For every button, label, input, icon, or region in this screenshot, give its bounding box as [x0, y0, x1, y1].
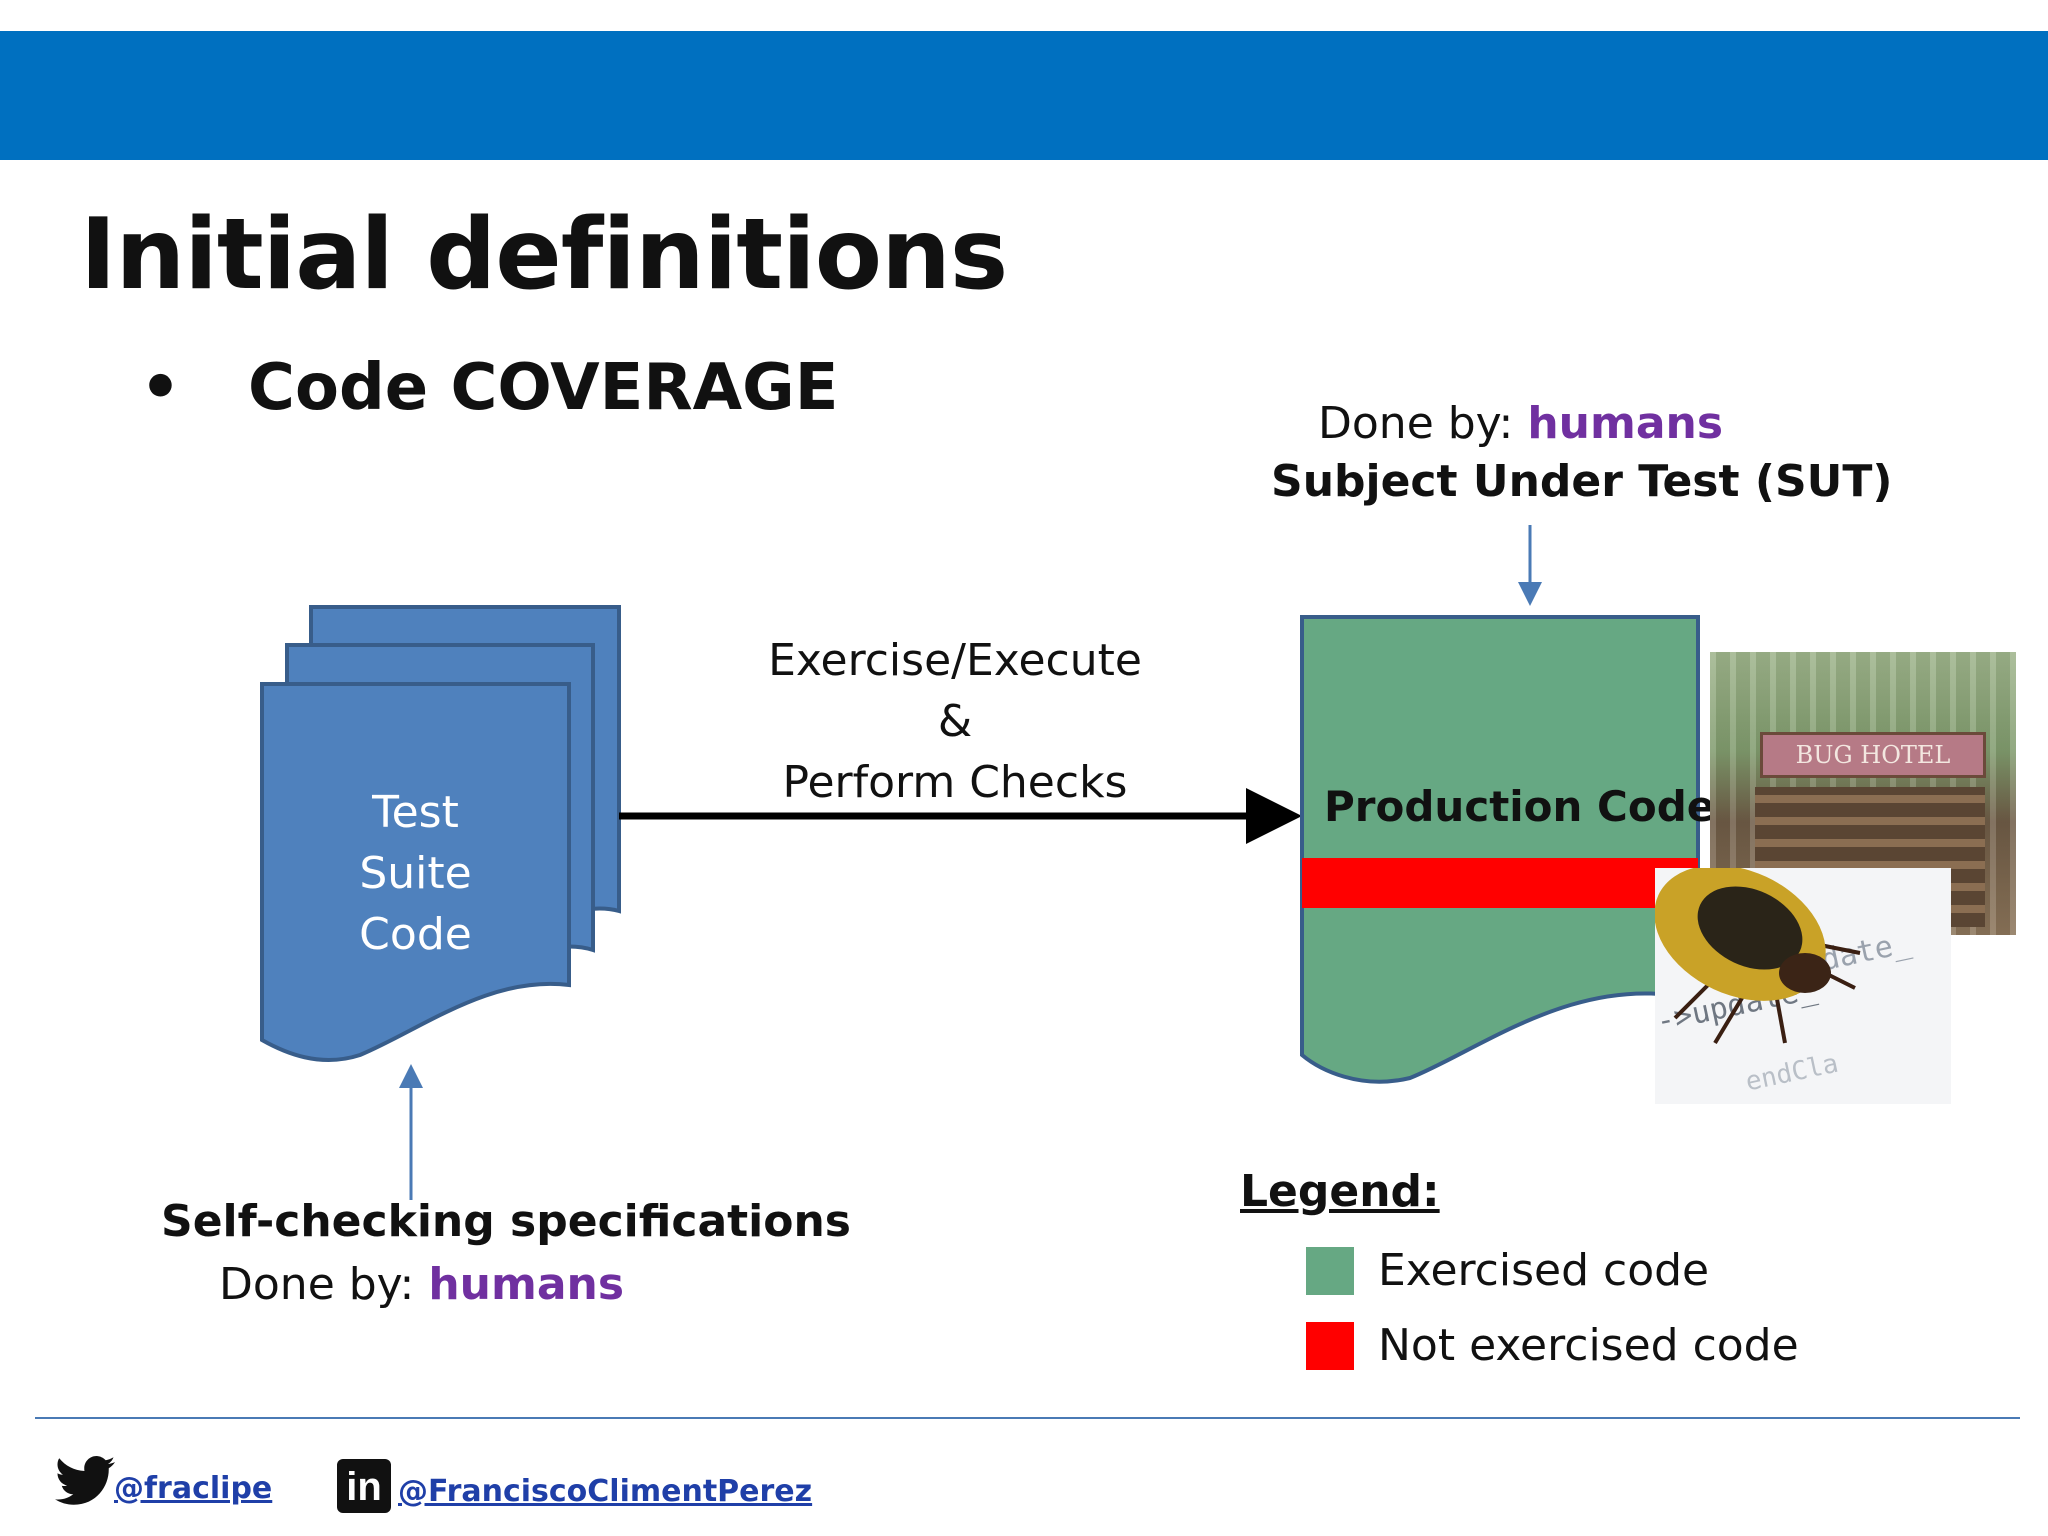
slide-title: Initial definitions [80, 198, 1008, 312]
sut-done-by-value: humans [1527, 398, 1724, 449]
test-suite-doc-front [260, 682, 571, 1062]
not-exercised-band [1302, 858, 1698, 908]
bullet-item: • Code COVERAGE [140, 356, 838, 420]
footer-divider [35, 1417, 2020, 1419]
bullet-dot: • [140, 351, 181, 425]
bug-hotel-sign: BUG HOTEL [1760, 732, 1986, 778]
twitter-handle-link[interactable]: @fraclipe [114, 1471, 273, 1506]
test-suite-label: Test Suite Code [359, 787, 472, 960]
linkedin-icon: in [337, 1459, 391, 1513]
legend-title: Legend: [1240, 1166, 1440, 1217]
specs-done-by-value: humans [428, 1259, 625, 1310]
specs-done-by: Done by: humans [219, 1259, 625, 1310]
legend-swatch-not-exercised [1306, 1322, 1354, 1370]
twitter-icon [55, 1456, 115, 1505]
linkedin-handle-link[interactable]: @FranciscoClimentPerez [398, 1474, 813, 1509]
production-code-doc [1300, 615, 1700, 1084]
sut-done-by: Done by: humans [1318, 398, 1724, 449]
legend-item-not-exercised: Not exercised code [1306, 1322, 1799, 1370]
production-code-label: Production Code [1324, 782, 1716, 831]
header-banner [0, 31, 2048, 160]
legend-item-exercised: Exercised code [1306, 1247, 1709, 1295]
sut-label: Subject Under Test (SUT) [1271, 456, 1893, 507]
specs-label: Self-checking specifications [161, 1196, 851, 1247]
beetle-icon [1655, 868, 1861, 1045]
beetle-on-code-photo: update_ ->update_ endCla [1655, 868, 1951, 1104]
legend-swatch-exercised [1306, 1247, 1354, 1295]
arrow-label: Exercise/Execute & Perform Checks [768, 635, 1142, 808]
bullet-text: Code COVERAGE [248, 351, 839, 425]
